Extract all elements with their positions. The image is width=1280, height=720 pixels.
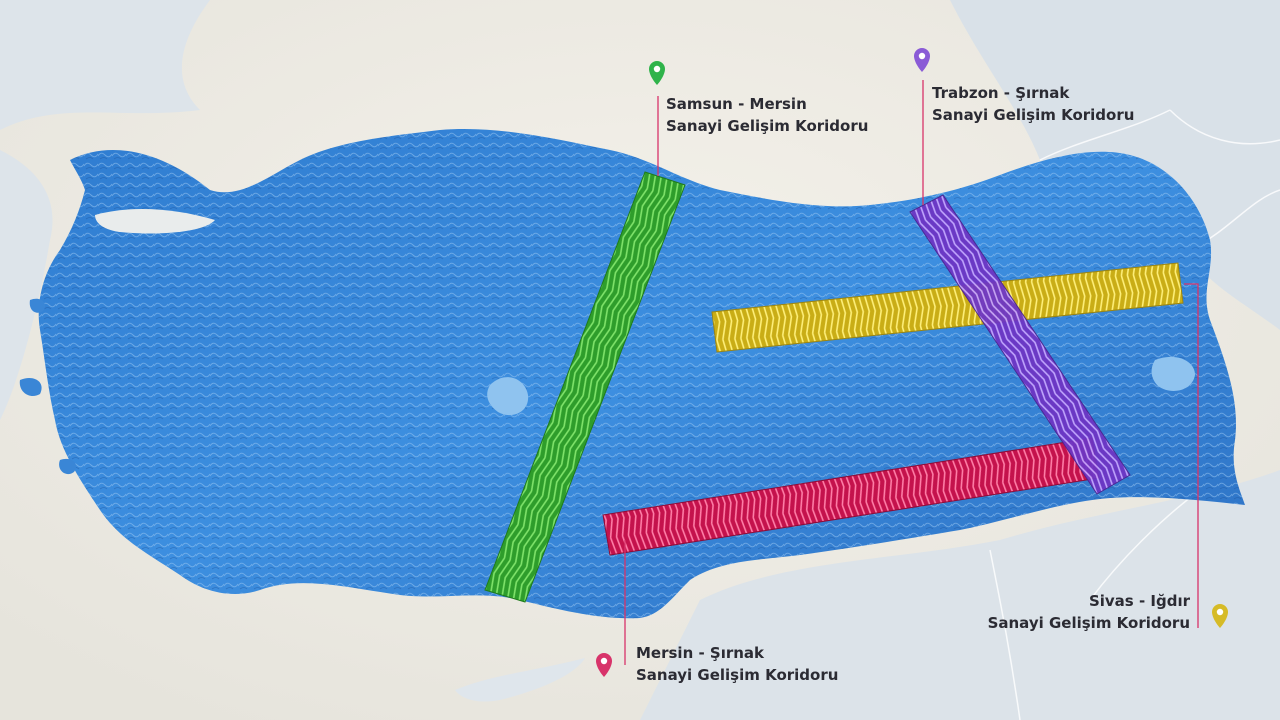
corridor-samsun-mersin-band (484, 171, 686, 603)
cyprus-island (455, 658, 585, 702)
label-samsun-mersin-line1: Samsun - Mersin (666, 95, 807, 113)
location-pin-red (596, 653, 612, 677)
label-sivas-igdir: Sivas - Iğdır Sanayi Gelişim Koridoru (988, 590, 1190, 634)
label-sivas-igdir-line1: Sivas - Iğdır (1088, 592, 1190, 610)
border-lines (989, 109, 1280, 720)
label-trabzon-sirnak-line1: Trabzon - Şırnak (932, 84, 1070, 102)
corridor-bands (484, 171, 1184, 603)
corridor-trabzon-sirnak-band (909, 194, 1131, 495)
label-samsun-mersin-line2: Sanayi Gelişim Koridoru (666, 117, 869, 135)
label-trabzon-sirnak-line2: Sanayi Gelişim Koridoru (932, 106, 1135, 124)
label-mersin-sirnak-line2: Sanayi Gelişim Koridoru (636, 666, 839, 684)
leader-lines (624, 80, 1199, 665)
neighbor-land-north (0, 0, 210, 130)
label-mersin-sirnak: Mersin - Şırnak Sanayi Gelişim Koridoru (636, 642, 838, 686)
label-trabzon-sirnak: Trabzon - Şırnak Sanayi Gelişim Koridoru (932, 82, 1134, 126)
neighbor-land-west (0, 150, 53, 420)
location-pin-yellow (1212, 604, 1228, 628)
label-sivas-igdir-line2: Sanayi Gelişim Koridoru (987, 614, 1190, 632)
location-pin-green (649, 61, 665, 85)
label-mersin-sirnak-line1: Mersin - Şırnak (636, 644, 765, 662)
sivas-igdir-leader (1184, 283, 1199, 628)
label-samsun-mersin: Samsun - Mersin Sanayi Gelişim Koridoru (666, 93, 868, 137)
neighbor-land-southeast (640, 470, 1280, 720)
location-pin-purple (914, 48, 930, 72)
corridor-sivas-igdir-band (711, 262, 1184, 353)
